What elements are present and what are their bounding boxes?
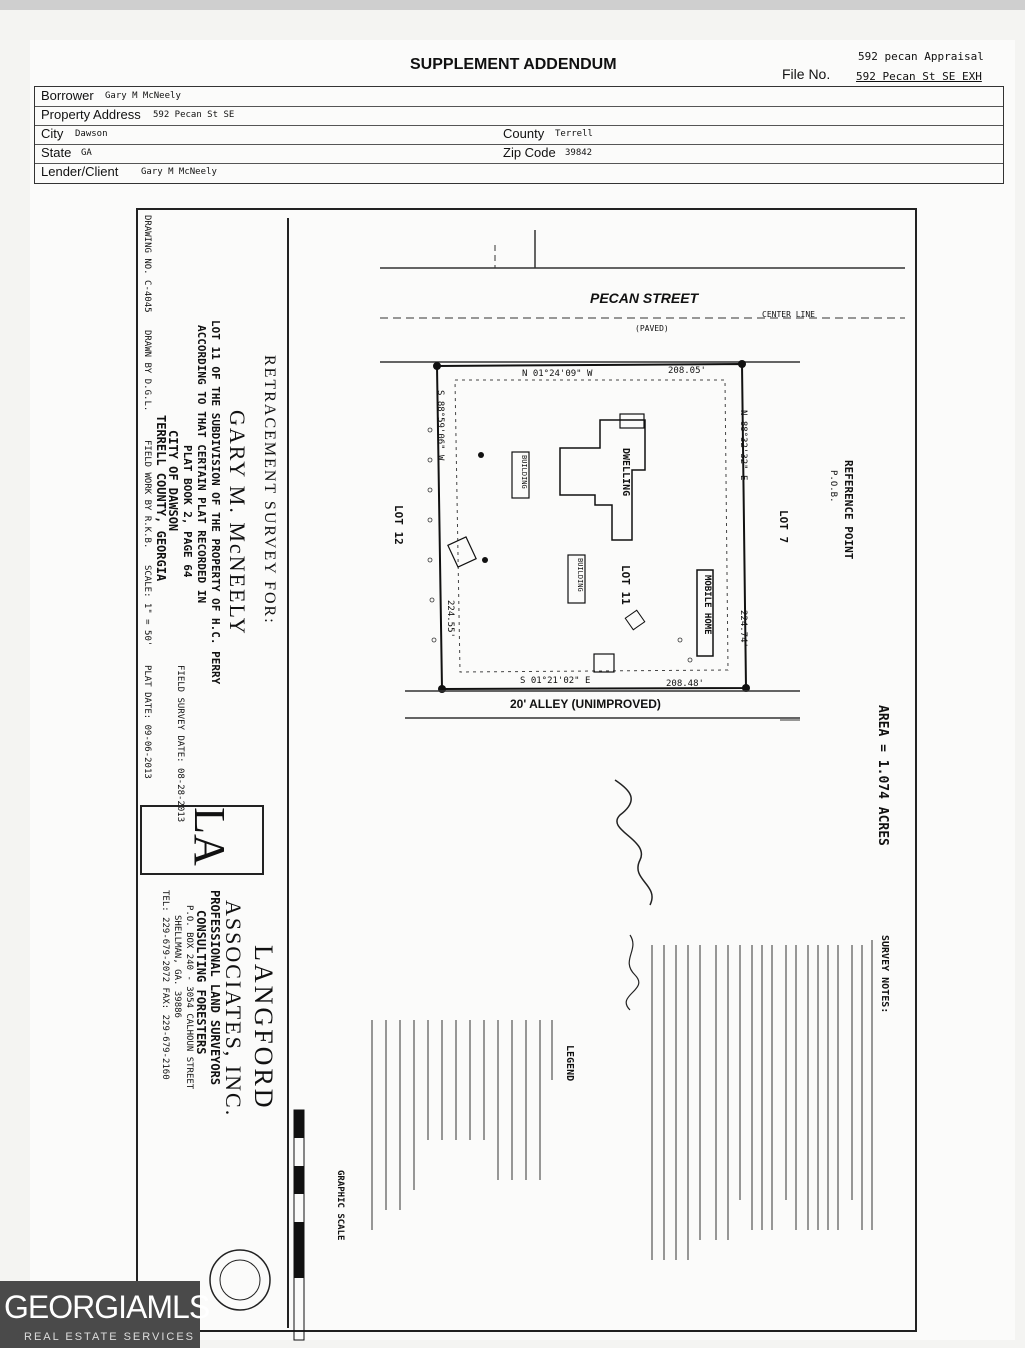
surveyor-signature bbox=[614, 779, 653, 906]
city-county-row: City Dawson County Terrell bbox=[35, 125, 1003, 145]
top-bar bbox=[0, 0, 1025, 10]
city-value: Dawson bbox=[75, 129, 108, 139]
utility-pole-2 bbox=[482, 557, 488, 563]
file-no-line2: 592 Pecan St SE EXH bbox=[856, 70, 982, 83]
mobile-home-footprint bbox=[696, 569, 714, 657]
surveyor-signature-2 bbox=[625, 934, 640, 1011]
porch-footprint bbox=[619, 413, 645, 429]
borrower-value: Gary M McNeely bbox=[105, 91, 181, 101]
property-info-form: Borrower Gary M McNeely Property Address… bbox=[34, 86, 1004, 184]
county-label: County bbox=[503, 126, 545, 141]
borrower-row: Borrower Gary M McNeely bbox=[35, 87, 1003, 107]
alley-label: 20' ALLEY (UNIMPROVED) bbox=[510, 697, 661, 711]
corner-pin-se bbox=[742, 684, 750, 692]
lender-value: Gary M McNeely bbox=[141, 167, 217, 177]
survey-notes-lines bbox=[651, 940, 873, 1260]
logo-main-text: GEORGIAMLS bbox=[4, 1289, 210, 1325]
utility-pole-1 bbox=[478, 452, 484, 458]
building-1-footprint bbox=[511, 451, 530, 499]
north-distance-label: 208.05' bbox=[668, 366, 706, 376]
property-address-row: Property Address 592 Pecan St SE bbox=[35, 106, 1003, 126]
lender-label: Lender/Client bbox=[41, 164, 119, 179]
city-label: City bbox=[41, 126, 64, 141]
state-zip-row: State GA Zip Code 39842 bbox=[35, 144, 1003, 164]
state-label: State bbox=[41, 145, 72, 160]
state-value: GA bbox=[81, 148, 92, 158]
north-bearing-label: N 01°24'09" W bbox=[522, 369, 593, 379]
surveyor-seal-outer bbox=[209, 1249, 271, 1311]
title-block-divider bbox=[287, 218, 289, 1328]
building-4-footprint bbox=[447, 536, 477, 568]
surveyor-seal-inner bbox=[219, 1259, 261, 1301]
corner-pin-ne bbox=[738, 360, 746, 368]
georgia-mls-logo: GEORGIAMLS REAL ESTATE SERVICES bbox=[0, 1281, 210, 1348]
corner-pin-nw bbox=[433, 362, 441, 370]
building-2-footprint bbox=[567, 554, 586, 604]
zip-label: Zip Code bbox=[503, 145, 556, 160]
property-address-value: 592 Pecan St SE bbox=[153, 110, 235, 120]
pecan-street-label: PECAN STREET bbox=[590, 290, 699, 306]
chain-link-fence-points bbox=[427, 427, 693, 663]
dwelling-footprint bbox=[559, 419, 646, 541]
zip-value: 39842 bbox=[565, 148, 593, 158]
file-no-line1: 592 pecan Appraisal bbox=[858, 50, 984, 63]
shed-footprint bbox=[624, 609, 646, 631]
south-distance-label: 208.48' bbox=[666, 679, 704, 689]
borrower-label: Borrower bbox=[41, 88, 94, 103]
setback-line bbox=[454, 379, 729, 673]
center-line-label: CENTER LINE bbox=[762, 310, 815, 319]
county-value: Terrell bbox=[555, 129, 593, 139]
paved-label: (PAVED) bbox=[635, 324, 669, 333]
graphic-scale-seg-3 bbox=[294, 1222, 304, 1278]
graphic-scale-seg-1 bbox=[294, 1110, 304, 1138]
building-3-footprint bbox=[593, 653, 615, 673]
logo-sub-text: REAL ESTATE SERVICES bbox=[24, 1331, 196, 1343]
survey-plat-frame bbox=[136, 208, 917, 1332]
graphic-scale-seg-2 bbox=[294, 1166, 304, 1194]
property-address-label: Property Address bbox=[41, 107, 141, 122]
document-page bbox=[30, 40, 1015, 1340]
firm-logo: LA bbox=[140, 805, 264, 875]
page-title: SUPPLEMENT ADDENDUM bbox=[410, 56, 617, 73]
file-no-label: File No. bbox=[782, 66, 831, 82]
legend-lines bbox=[371, 1020, 553, 1230]
south-bearing-label: S 01°21'02" E bbox=[520, 676, 591, 686]
lender-row: Lender/Client Gary M McNeely bbox=[35, 163, 1003, 182]
